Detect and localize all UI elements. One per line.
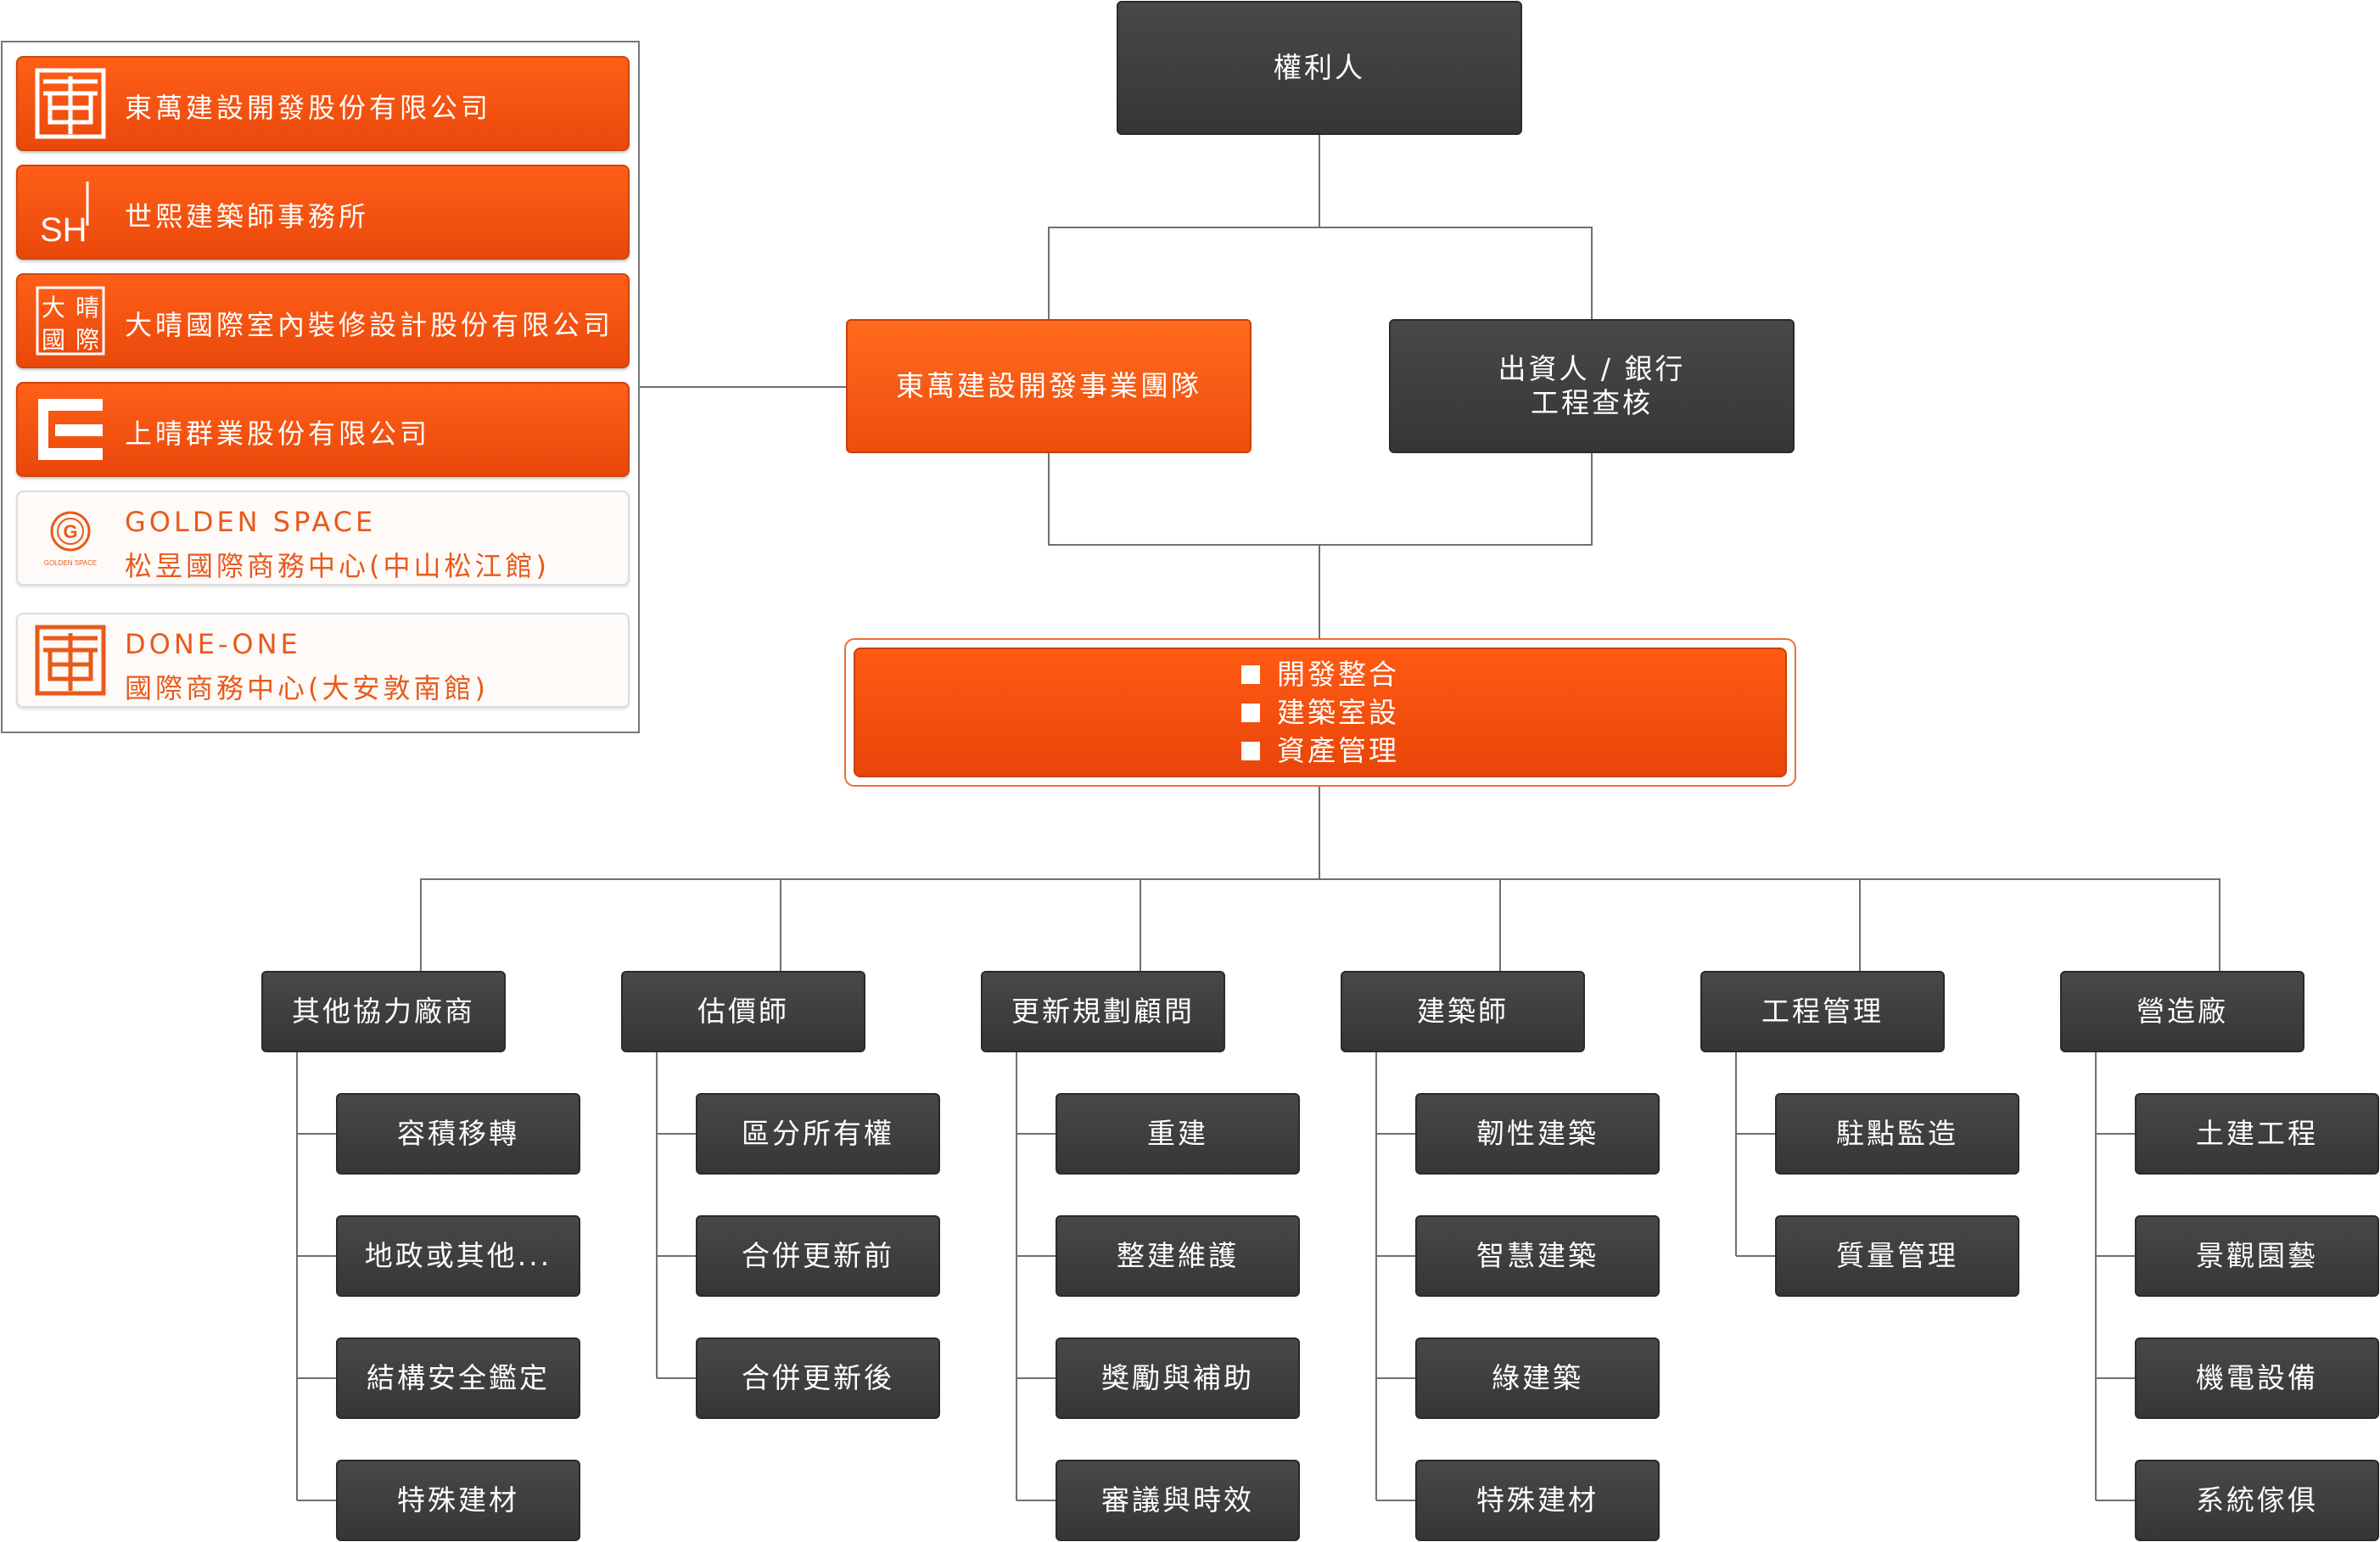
branch-contractor: 營造廠 xyxy=(2060,971,2304,1052)
core-services-list: 開發整合 建築室設 資產管理 xyxy=(854,648,1787,777)
child-node: 駐點監造 xyxy=(1775,1093,2019,1175)
branch-construction-management: 工程管理 xyxy=(1700,971,1945,1052)
branch-other-vendors: 其他協力廠商 xyxy=(261,971,506,1052)
partner-card: 上晴群業股份有限公司 xyxy=(16,382,630,477)
child-node: 特殊建材 xyxy=(1415,1460,1660,1541)
child-node: 系統傢俱 xyxy=(2135,1460,2379,1541)
partner-card: 東萬建設開發股份有限公司 xyxy=(16,56,630,151)
child-node: 獎勵與補助 xyxy=(1056,1337,1300,1419)
child-node: 整建維護 xyxy=(1056,1215,1300,1297)
child-node: 合併更新後 xyxy=(696,1337,940,1419)
child-node: 質量管理 xyxy=(1775,1215,2019,1297)
child-node: 重建 xyxy=(1056,1093,1300,1175)
partner-name: GOLDEN SPACE xyxy=(125,506,377,538)
node-investor-bank: 出資人 / 銀行 工程查核 xyxy=(1389,319,1795,453)
partner-name: 東萬建設開發股份有限公司 xyxy=(125,92,492,124)
partner-card: DONE-ONE 國際商務中心(大安敦南館) xyxy=(16,613,630,708)
partner-panel: 東萬建設開發股份有限公司 SH 世熙建築師事務所 大晴 國際 大晴國際室內裝修設… xyxy=(1,41,640,733)
child-node: 土建工程 xyxy=(2135,1093,2379,1175)
square-bullet-icon xyxy=(1241,664,1260,684)
core-item: 開發整合 xyxy=(1241,655,1399,693)
child-node: 合併更新前 xyxy=(696,1215,940,1297)
done-one-logo xyxy=(35,625,106,696)
node-rights-holder: 權利人 xyxy=(1117,1,1522,135)
connector xyxy=(420,878,2220,971)
square-bullet-icon xyxy=(1241,703,1260,722)
child-node: 結構安全鑑定 xyxy=(336,1337,580,1419)
partner-name: 世熙建築師事務所 xyxy=(125,200,370,233)
sh-logo: SH xyxy=(40,182,89,248)
child-node: 韌性建築 xyxy=(1415,1093,1660,1175)
child-node: 景觀園藝 xyxy=(2135,1215,2379,1297)
partner-subname: 松昱國際商務中心(中山松江館) xyxy=(125,550,550,582)
partner-card: SH 世熙建築師事務所 xyxy=(16,165,630,260)
partner-card: 大晴 國際 大晴國際室內裝修設計股份有限公司 xyxy=(16,273,630,368)
child-node: 區分所有權 xyxy=(696,1093,940,1175)
dongwan-logo xyxy=(35,68,106,139)
node-core-services: 開發整合 建築室設 資產管理 xyxy=(844,638,1796,787)
partner-name: 上晴群業股份有限公司 xyxy=(125,418,431,450)
child-node: 特殊建材 xyxy=(336,1460,580,1541)
partner-card: G GOLDEN SPACE GOLDEN SPACE 松昱國際商務中心(中山松… xyxy=(16,491,630,586)
core-item: 建築室設 xyxy=(1241,693,1399,732)
branch-architect: 建築師 xyxy=(1341,971,1585,1052)
branch-appraiser: 估價師 xyxy=(621,971,865,1052)
child-node: 機電設備 xyxy=(2135,1337,2379,1419)
dachin-logo: 大晴 國際 xyxy=(36,286,105,356)
svg-text:G: G xyxy=(63,521,77,542)
square-bullet-icon xyxy=(1241,741,1260,760)
partner-name: DONE-ONE xyxy=(125,628,301,660)
branch-renewal-consultant: 更新規劃顧問 xyxy=(981,971,1225,1052)
core-item: 資產管理 xyxy=(1241,732,1399,770)
child-node: 智慧建築 xyxy=(1415,1215,1660,1297)
svg-text:大晴: 大晴 xyxy=(42,294,99,322)
shangchin-logo xyxy=(38,399,103,460)
connector xyxy=(1048,227,1593,319)
golden-space-logo-text: GOLDEN SPACE xyxy=(44,559,98,567)
node-development-team: 東萬建設開發事業團隊 xyxy=(846,319,1252,453)
child-node: 綠建築 xyxy=(1415,1337,1660,1419)
golden-space-logo: G GOLDEN SPACE xyxy=(44,511,98,567)
svg-text:國際: 國際 xyxy=(42,326,99,354)
child-node: 容積移轉 xyxy=(336,1093,580,1175)
child-node: 地政或其他... xyxy=(336,1215,580,1297)
partner-subname: 國際商務中心(大安敦南館) xyxy=(125,672,489,704)
sh-logo-text: SH xyxy=(40,211,87,248)
partner-name: 大晴國際室內裝修設計股份有限公司 xyxy=(125,309,614,341)
connector xyxy=(1048,453,1593,546)
child-node: 審議與時效 xyxy=(1056,1460,1300,1541)
